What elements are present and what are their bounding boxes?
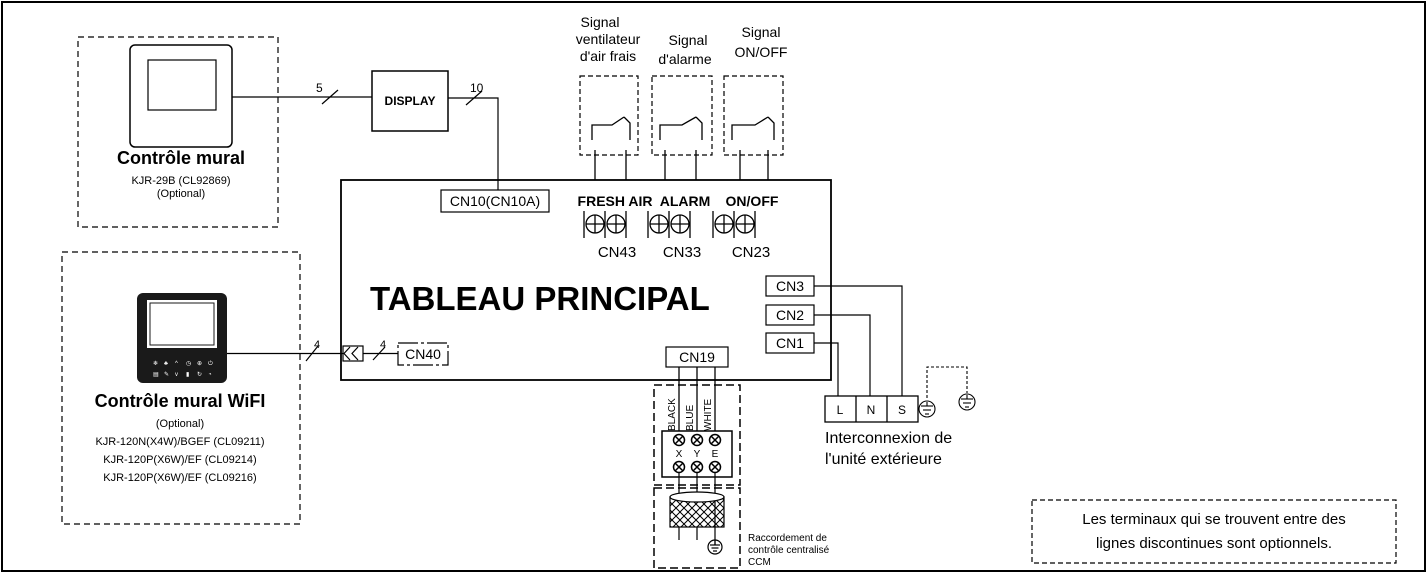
- signal-alarm-line1: Signal: [669, 32, 708, 48]
- cn10-label: CN10(CN10A): [450, 193, 540, 209]
- outdoor-caption-line1: Interconnexion de: [825, 430, 952, 447]
- wifi-key-3: ^: [175, 361, 178, 367]
- display-label: DISPLAY: [385, 94, 436, 108]
- ccm-shielded-cable: [669, 491, 725, 540]
- cn3-label: CN3: [776, 278, 804, 294]
- wifi-key-2: ♣: [164, 361, 168, 367]
- terminal-name-cn33: CN33: [663, 244, 701, 261]
- outdoor-optional-ground-wire: [926, 366, 968, 398]
- ccm-ground-icon: [707, 539, 723, 555]
- terminal-label-alarm: ALARM: [660, 193, 711, 209]
- wire-tick-5: [321, 89, 339, 105]
- ccm-caption-line3: CCM: [748, 557, 771, 568]
- cn40-connector-symbol: [342, 345, 398, 362]
- signal-onoff-line1: Signal: [742, 24, 781, 40]
- signal-alarm-box: [651, 75, 713, 156]
- wire-count-10: 10: [470, 81, 484, 95]
- note-line2: lignes discontinues sont optionnels.: [1096, 535, 1332, 552]
- cn40-label: CN40: [405, 346, 441, 362]
- signal-fresh-air-line2: ventilateur: [576, 31, 641, 47]
- terminal-label-fresh-air: FRESH AIR: [578, 193, 653, 209]
- wire-display-to-cn10: [448, 97, 499, 190]
- ccm-terminal-e: E: [712, 449, 719, 460]
- wire-count-wifi-left: 4: [314, 339, 320, 351]
- wall-control-device: [129, 44, 233, 148]
- wifi-control-model-3: KJR-120P(X6W)/EF (CL09216): [103, 472, 256, 484]
- terminal-block-cn23: [712, 211, 756, 238]
- wall-control-dashed-box: [77, 36, 279, 228]
- signal-alarm-line2: d'alarme: [658, 51, 711, 67]
- note-line1: Les terminaux qui se trouvent entre des: [1082, 511, 1345, 528]
- ccm-wire-black: BLACK: [667, 398, 678, 431]
- signal-onoff-line2: ON/OFF: [735, 44, 788, 60]
- terminal-name-cn43: CN43: [598, 244, 636, 261]
- wifi-key-5: ⊕: [197, 361, 202, 367]
- signal-onoff-group: Signal ON/OFF: [723, 24, 788, 180]
- ccm-group: BLACK BLUE WHITE X Y E: [653, 367, 830, 569]
- note-box: [1031, 499, 1397, 564]
- main-board-title: TABLEAU PRINCIPAL: [370, 280, 710, 317]
- cn1-label: CN1: [776, 335, 804, 351]
- outdoor-caption-line2: l'unité extérieure: [825, 451, 942, 468]
- ccm-terminal-y: Y: [694, 449, 701, 460]
- wifi-key-1: ❄: [153, 360, 158, 367]
- wire-count-5: 5: [316, 81, 323, 95]
- signal-fresh-air-line3: d'air frais: [580, 48, 636, 64]
- wire-tick-wifi: [305, 345, 319, 362]
- terminal-label-onoff: ON/OFF: [726, 193, 779, 209]
- ccm-wire-white: WHITE: [703, 398, 714, 431]
- wire-count-wifi-right: 4: [380, 339, 386, 351]
- cn10-box: [440, 189, 550, 213]
- wifi-key-6: ⏻: [208, 360, 213, 367]
- wire-tick-10: [465, 90, 483, 106]
- outdoor-terminal-n: N: [867, 403, 876, 417]
- display-box: [371, 70, 449, 132]
- terminal-block-cn33: [647, 211, 691, 238]
- wifi-key-11: ↻: [197, 371, 202, 378]
- signal-fresh-air-box: [579, 75, 639, 156]
- signal-fresh-air-line1: Signal: [581, 14, 620, 30]
- cn19-label: CN19: [679, 349, 715, 365]
- cn40-box: [397, 342, 449, 366]
- wifi-key-4: ◷: [186, 361, 191, 367]
- ccm-wire-blue: BLUE: [685, 405, 696, 431]
- wifi-key-10: ▮: [186, 372, 189, 378]
- wifi-key-9: v: [175, 372, 178, 378]
- wifi-control-dashed-box: [61, 251, 301, 525]
- terminal-block-cn43: [583, 211, 627, 238]
- wall-control-title: Contrôle mural: [117, 148, 245, 168]
- outdoor-ground-icon-1: [918, 400, 936, 418]
- wall-control-group: Contrôle mural KJR-29B (CL92869) (Option…: [77, 36, 279, 228]
- wifi-key-7: ▤: [153, 372, 159, 378]
- wall-control-model: KJR-29B (CL92869): [131, 175, 230, 187]
- outdoor-terminal-block: [824, 395, 919, 423]
- outdoor-ground-icon-2: [958, 393, 976, 411]
- wifi-control-group: ❄ ♣ ^ ◷ ⊕ ⏻ ▤ ✎ v ▮ ↻ ◔ Contrôle mural W…: [61, 251, 301, 525]
- wifi-control-screen: [149, 302, 215, 346]
- ccm-terminal-x: X: [676, 449, 683, 460]
- wifi-key-12: ◔: [208, 372, 212, 378]
- wifi-key-8: ✎: [164, 371, 169, 378]
- ccm-caption-line1: Raccordement de: [748, 533, 827, 544]
- outdoor-group: L N S Interconnexion de l'unité extérieu…: [814, 285, 976, 468]
- wifi-control-optional: (Optional): [156, 418, 204, 430]
- outdoor-terminal-l: L: [837, 403, 844, 417]
- signal-alarm-group: Signal d'alarme: [651, 32, 713, 180]
- cn2-label: CN2: [776, 307, 804, 323]
- wifi-control-title: Contrôle mural WiFI: [95, 391, 266, 411]
- wifi-control-model-2: KJR-120P(X6W)/EF (CL09214): [103, 454, 256, 466]
- wifi-control-model-1: KJR-120N(X4W)/BGEF (CL09211): [95, 436, 264, 448]
- wall-control-optional: (Optional): [157, 188, 205, 200]
- outdoor-terminal-s: S: [898, 403, 906, 417]
- signal-fresh-air-group: Signal ventilateur d'air frais: [576, 14, 641, 180]
- signal-onoff-box: [723, 75, 784, 156]
- ccm-caption-line2: contrôle centralisé: [748, 545, 830, 556]
- main-board: [340, 179, 832, 381]
- wall-control-screen: [147, 59, 217, 111]
- terminal-name-cn23: CN23: [732, 244, 770, 261]
